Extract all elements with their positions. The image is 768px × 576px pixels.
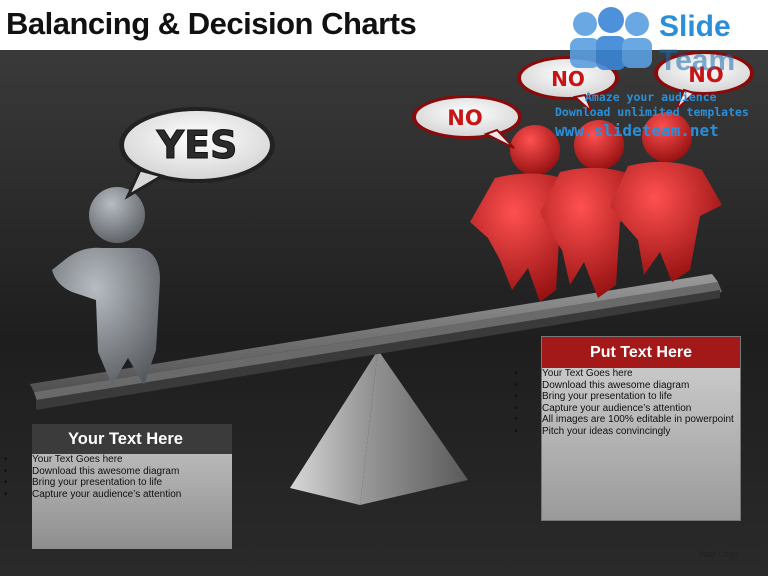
- list-item: •All images are 100% editable in powerpo…: [514, 414, 734, 425]
- list-item: •Bring your presentation to life: [514, 391, 673, 402]
- slideteam-people-icon: [570, 7, 652, 70]
- list-item: •Your Text Goes here: [4, 454, 123, 465]
- list-item: •Pitch your ideas convincingly: [514, 425, 671, 437]
- list-item: •Capture your audience’s attention: [514, 402, 692, 414]
- slide-title: Balancing & Decision Charts: [6, 6, 417, 41]
- logo-slide-text: Slide: [659, 10, 731, 43]
- logo-tagline-2: Download unlimited templates: [555, 105, 749, 119]
- no-text-right: NO: [688, 63, 723, 87]
- slideteam-logo: Slide Team Amaze your audience Download …: [555, 4, 765, 144]
- yes-text: YES: [156, 123, 238, 167]
- logo-tagline-1: Amaze your audience: [585, 90, 717, 104]
- logo-team-text: Team: [659, 44, 736, 77]
- footer-logo-text: Your Logo: [698, 549, 739, 559]
- no-bubble-left: [412, 95, 522, 149]
- right-panel-list: •Your Text Goes here •Download this awes…: [514, 368, 740, 437]
- gray-figure: [52, 187, 160, 385]
- list-item: •Your Text Goes here: [514, 368, 633, 379]
- no-text-left: NO: [447, 106, 482, 130]
- no-bubble-right: [654, 51, 754, 111]
- list-item: •Download this awesome diagram: [514, 379, 690, 391]
- seesaw-beam: [30, 274, 722, 410]
- no-text-middle: NO: [551, 67, 585, 91]
- right-panel-heading: Put Text Here: [542, 337, 740, 368]
- list-item: •Capture your audience’s attention: [4, 488, 182, 500]
- left-panel-list: •Your Text Goes here •Download this awes…: [4, 454, 232, 500]
- list-item: •Bring your presentation to life: [4, 477, 163, 488]
- pyramid-fulcrum: [290, 350, 468, 505]
- right-text-panel: Put Text Here •Your Text Goes here •Down…: [514, 336, 741, 521]
- left-text-panel: Your Text Here •Your Text Goes here •Dow…: [4, 424, 232, 549]
- list-item: •Download this awesome diagram: [4, 465, 180, 477]
- left-panel-heading: Your Text Here: [32, 424, 232, 454]
- red-figures: [470, 112, 722, 302]
- yes-bubble: [119, 107, 275, 200]
- logo-url[interactable]: www.slideteam.net: [555, 121, 719, 140]
